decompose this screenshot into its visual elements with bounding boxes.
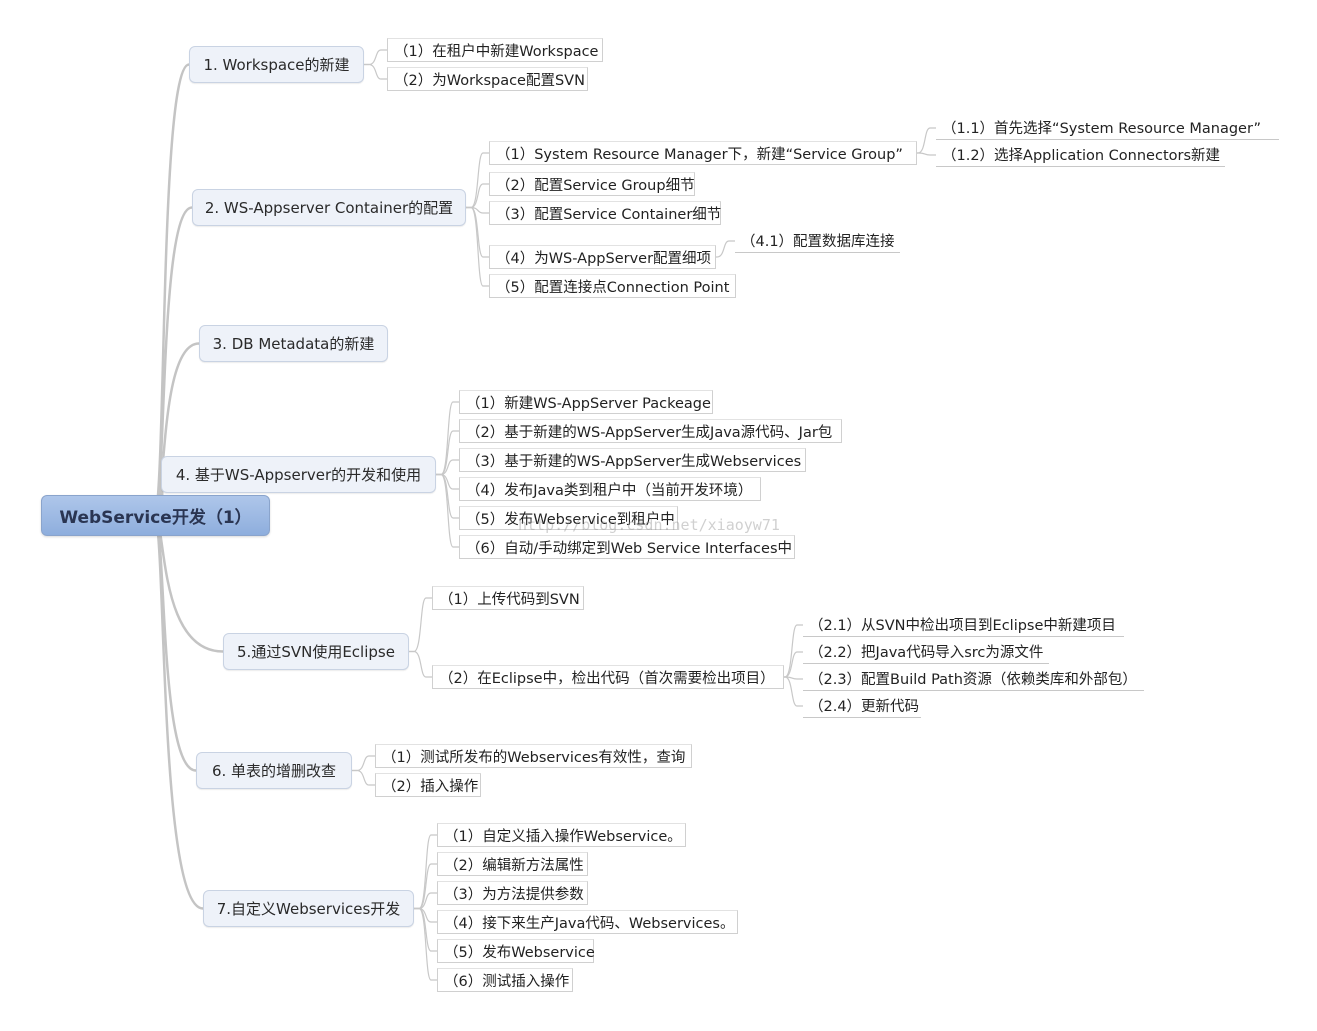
subtopic-6-2[interactable]: （2）插入操作 bbox=[375, 773, 481, 797]
subtopic-7-4[interactable]: （4）接下来生产Java代码、Webservices。 bbox=[437, 910, 738, 934]
connector-line bbox=[154, 206, 193, 516]
subtopic-4-5[interactable]: （5）发布Webservice到租户中 bbox=[459, 506, 678, 530]
connector-line bbox=[716, 240, 735, 258]
connector-line bbox=[364, 63, 387, 80]
connector-line bbox=[414, 834, 437, 910]
subtopic-7-6[interactable]: （6）测试插入操作 bbox=[437, 968, 573, 992]
connector-line bbox=[784, 624, 803, 678]
subtopic-2-3[interactable]: （3）配置Service Container细节 bbox=[489, 201, 721, 225]
subtopic-5-2-3[interactable]: （2.3）配置Build Path资源（依赖类库和外部包） bbox=[803, 667, 1144, 691]
subtopic-7-5[interactable]: （5）发布Webservice bbox=[437, 939, 595, 963]
connector-line bbox=[436, 473, 459, 548]
topic-6-crud[interactable]: 6. 单表的增删改查 bbox=[196, 752, 352, 789]
subtopic-2-2[interactable]: （2）配置Service Group细节 bbox=[489, 172, 695, 196]
central-topic[interactable]: WebService开发（1） bbox=[41, 495, 270, 536]
subtopic-5-2-1[interactable]: （2.1）从SVN中检出项目到Eclipse中新建项目 bbox=[803, 613, 1124, 637]
connector-line bbox=[917, 152, 936, 156]
topic-7-custom-webservices[interactable]: 7.自定义Webservices开发 bbox=[203, 890, 414, 927]
topic-3-db-metadata[interactable]: 3. DB Metadata的新建 bbox=[199, 325, 388, 362]
connector-line bbox=[154, 515, 204, 910]
subtopic-5-1[interactable]: （1）上传代码到SVN bbox=[432, 586, 584, 610]
subtopic-2-4[interactable]: （4）为WS-AppServer配置细项 bbox=[489, 245, 716, 269]
subtopic-2-4-1[interactable]: （4.1）配置数据库连接 bbox=[735, 229, 900, 253]
connector-line bbox=[436, 401, 459, 476]
connector-line bbox=[414, 907, 437, 923]
subtopic-2-1-2[interactable]: （1.2）选择Application Connectors新建 bbox=[936, 143, 1225, 167]
subtopic-4-4[interactable]: （4）发布Java类到租户中（当前开发环境） bbox=[459, 477, 761, 501]
subtopic-2-1[interactable]: （1）System Resource Manager下，新建“Service G… bbox=[489, 141, 917, 165]
subtopic-6-1[interactable]: （1）测试所发布的Webservices有效性，查询 bbox=[375, 744, 692, 768]
subtopic-2-5[interactable]: （5）配置连接点Connection Point bbox=[489, 274, 736, 298]
connector-line bbox=[364, 49, 387, 66]
subtopic-5-2-2[interactable]: （2.2）把Java代码导入src为源文件 bbox=[803, 640, 1049, 664]
subtopic-5-2[interactable]: （2）在Eclipse中，检出代码（首次需要检出项目） bbox=[432, 665, 784, 689]
topic-4-appserver-dev[interactable]: 4. 基于WS-Appserver的开发和使用 bbox=[161, 456, 436, 493]
connector-line bbox=[352, 769, 375, 786]
connector-line bbox=[466, 206, 489, 287]
subtopic-7-3[interactable]: （3）为方法提供参数 bbox=[437, 881, 588, 905]
subtopic-1-1[interactable]: （1）在租户中新建Workspace bbox=[387, 38, 603, 62]
topic-5-svn-eclipse[interactable]: 5.通过SVN使用Eclipse bbox=[223, 633, 409, 670]
connector-line bbox=[409, 650, 432, 678]
connector-line bbox=[784, 651, 803, 678]
connector-line bbox=[414, 907, 437, 981]
connector-line bbox=[917, 127, 936, 154]
connector-line bbox=[784, 676, 803, 707]
connector-line bbox=[409, 597, 432, 653]
subtopic-4-2[interactable]: （2）基于新建的WS-AppServer生成Java源代码、Jar包 bbox=[459, 419, 842, 443]
subtopic-4-1[interactable]: （1）新建WS-AppServer Packeage bbox=[459, 390, 713, 414]
topic-1-workspace[interactable]: 1. Workspace的新建 bbox=[189, 46, 364, 83]
connector-line bbox=[436, 473, 459, 490]
connector-line bbox=[466, 206, 489, 214]
subtopic-4-6[interactable]: （6）自动/手动绑定到Web Service Interfaces中 bbox=[459, 535, 795, 559]
subtopic-1-2[interactable]: （2）为Workspace配置SVN bbox=[387, 67, 588, 91]
subtopic-5-2-4[interactable]: （2.4）更新代码 bbox=[803, 694, 921, 718]
subtopic-7-2[interactable]: （2）编辑新方法属性 bbox=[437, 852, 588, 876]
subtopic-7-1[interactable]: （1）自定义插入操作Webservice。 bbox=[437, 823, 686, 847]
subtopic-4-3[interactable]: （3）基于新建的WS-AppServer生成Webservices bbox=[459, 448, 806, 472]
connector-line bbox=[436, 459, 459, 476]
subtopic-2-1-1[interactable]: （1.1）首先选择“System Resource Manager” bbox=[936, 116, 1279, 140]
connector-line bbox=[352, 755, 375, 772]
topic-2-container-config[interactable]: 2. WS-Appserver Container的配置 bbox=[192, 189, 466, 226]
connector-line bbox=[414, 892, 437, 910]
